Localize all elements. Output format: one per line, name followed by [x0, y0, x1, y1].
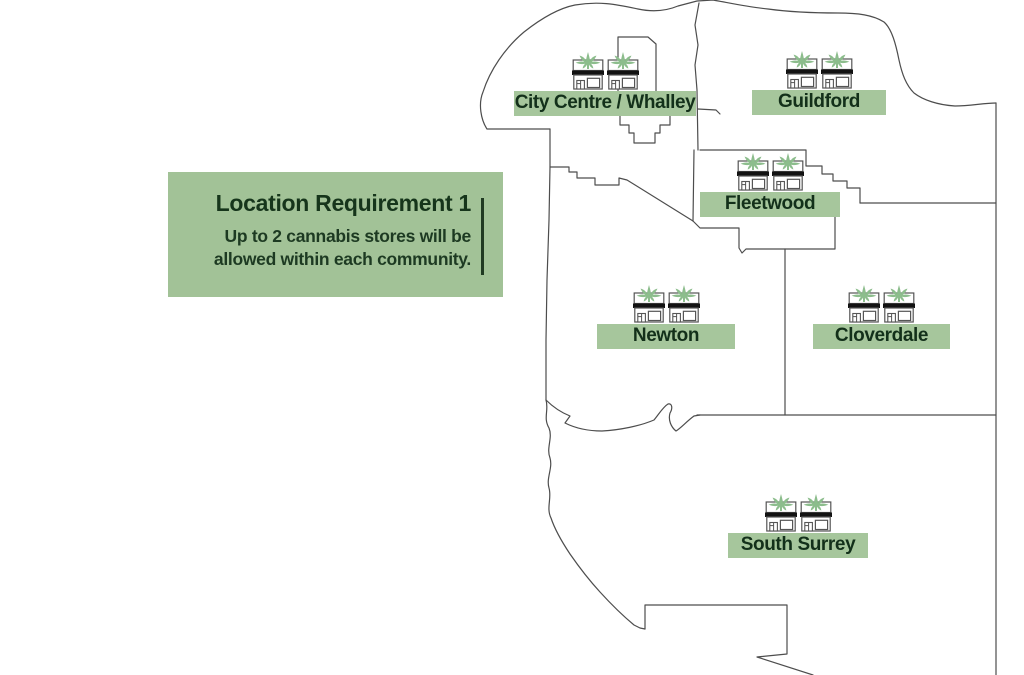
boundary-fleetwood-north: [699, 149, 861, 204]
community-city-centre-whalley: City Centre / Whalley: [514, 52, 696, 116]
community-guildford: Guildford: [752, 51, 886, 115]
cannabis-store-icons: [848, 285, 915, 323]
community-cloverdale: Cloverdale: [813, 285, 950, 349]
city-centre-tower-foot: [619, 115, 671, 144]
cannabis-store-icons: [765, 494, 832, 532]
community-label: City Centre / Whalley: [514, 91, 696, 116]
community-south-surrey: South Surrey: [728, 494, 868, 558]
coast-boundary-bay: [545, 399, 646, 630]
boundary-fleetwood-west: [692, 149, 695, 222]
cannabis-storefront-icon: [772, 153, 804, 191]
cannabis-storefront-icon: [800, 494, 832, 532]
legend-accent-bar: [481, 198, 484, 275]
community-label: Guildford: [752, 90, 886, 115]
community-label: Newton: [597, 324, 735, 349]
community-newton: Newton: [597, 285, 735, 349]
boundary-whalley-newton: [549, 166, 694, 222]
cannabis-store-icons: [737, 153, 804, 191]
boundary-fleetwood-south-east: [692, 202, 836, 254]
community-label: South Surrey: [728, 533, 868, 558]
community-label: Fleetwood: [700, 192, 840, 217]
cannabis-storefront-icon: [737, 153, 769, 191]
coast-mud-bay: [545, 399, 701, 432]
cannabis-store-icons: [633, 285, 700, 323]
white-rock-cutout: [644, 604, 814, 675]
boundary-road-stub: [697, 108, 721, 115]
legend-box: Location Requirement 1 Up to 2 cannabis …: [168, 172, 503, 297]
cannabis-store-icons: [786, 51, 853, 89]
boundary-fraser-river-north-coast: [479, 0, 997, 130]
community-label: Cloverdale: [813, 324, 950, 349]
cannabis-storefront-icon: [607, 52, 639, 90]
cannabis-storefront-icon: [821, 51, 853, 89]
legend-text-line2: allowed within each community.: [213, 249, 471, 269]
city-centre-tower-outline: [617, 36, 657, 93]
cannabis-storefront-icon: [765, 494, 797, 532]
legend-title: Location Requirement 1: [215, 190, 472, 216]
cannabis-storefront-icon: [572, 52, 604, 90]
cannabis-storefront-icon: [633, 285, 665, 323]
boundary-west-city-limit: [545, 128, 551, 401]
cannabis-storefront-icon: [848, 285, 880, 323]
cannabis-storefront-icon: [883, 285, 915, 323]
cannabis-storefront-icon: [668, 285, 700, 323]
legend-text-line1: Up to 2 cannabis stores will be: [224, 226, 472, 246]
cannabis-storefront-icon: [786, 51, 818, 89]
community-fleetwood: Fleetwood: [700, 153, 840, 217]
cannabis-store-icons: [572, 52, 639, 90]
boundary-whalley-guildford: [694, 2, 700, 151]
